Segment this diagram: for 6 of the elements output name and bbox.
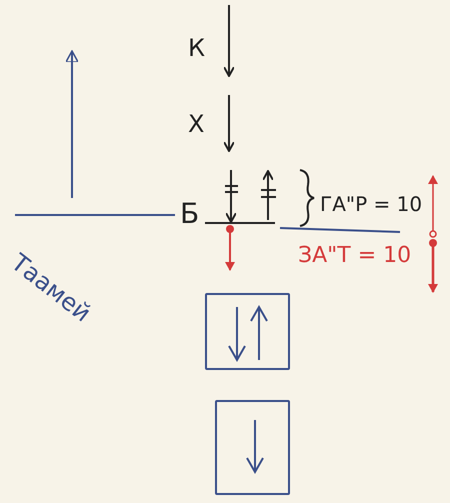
letter-label: Х (188, 112, 204, 136)
arrow-pair-box (205, 293, 290, 370)
value-label: ГА"Р = 10 (320, 194, 422, 214)
value-label: ЗА"Т = 10 (298, 245, 412, 267)
letter-label: Б (180, 200, 200, 228)
letter-label: К (188, 36, 206, 60)
